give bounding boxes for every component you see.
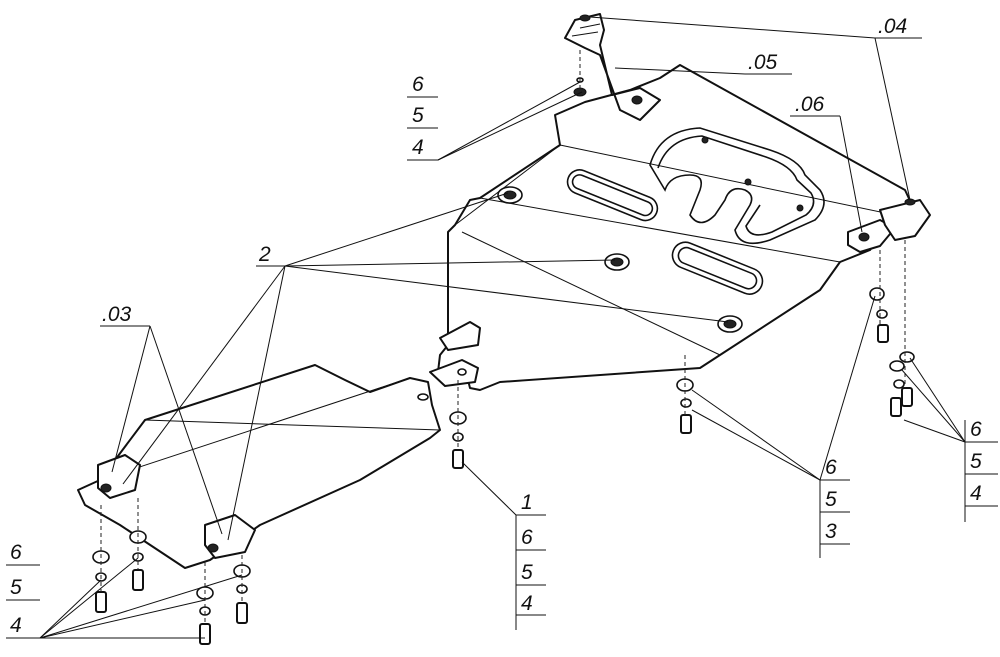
label-center-1: 1 (521, 491, 533, 514)
label-top-left-1: 6 (412, 73, 424, 96)
leader-lines (6, 16, 998, 639)
label-bottom-left-2: 5 (10, 576, 22, 599)
label-top-left-2: 5 (412, 104, 424, 127)
label-06: .06 (795, 93, 825, 116)
label-03: .03 (102, 303, 132, 326)
label-bottom-left-3: 4 (10, 614, 22, 637)
label-top-left-3: 4 (412, 136, 424, 159)
label-center-right-2: 5 (825, 488, 837, 511)
label-center-2: 6 (521, 526, 533, 549)
label-right-3: 4 (970, 482, 982, 505)
label-right-2: 5 (970, 450, 982, 473)
label-bottom-left-1: 6 (10, 541, 22, 564)
bracket-06 (847, 198, 931, 253)
callout-labels: .04 .05 .06 .03 2 6 5 4 6 5 4 6 5 3 1 6 … (10, 15, 982, 637)
label-center-right-1: 6 (825, 456, 837, 479)
label-05: .05 (748, 51, 778, 74)
label-center-4: 4 (521, 592, 533, 615)
label-04: .04 (878, 15, 907, 38)
label-2: 2 (258, 243, 271, 266)
label-right-1: 6 (970, 418, 982, 441)
label-center-3: 5 (521, 561, 533, 584)
label-center-right-3: 3 (825, 520, 837, 543)
lower-skid-plate (77, 364, 441, 569)
main-skid-plate (429, 64, 913, 391)
bracket-05 (564, 13, 661, 121)
